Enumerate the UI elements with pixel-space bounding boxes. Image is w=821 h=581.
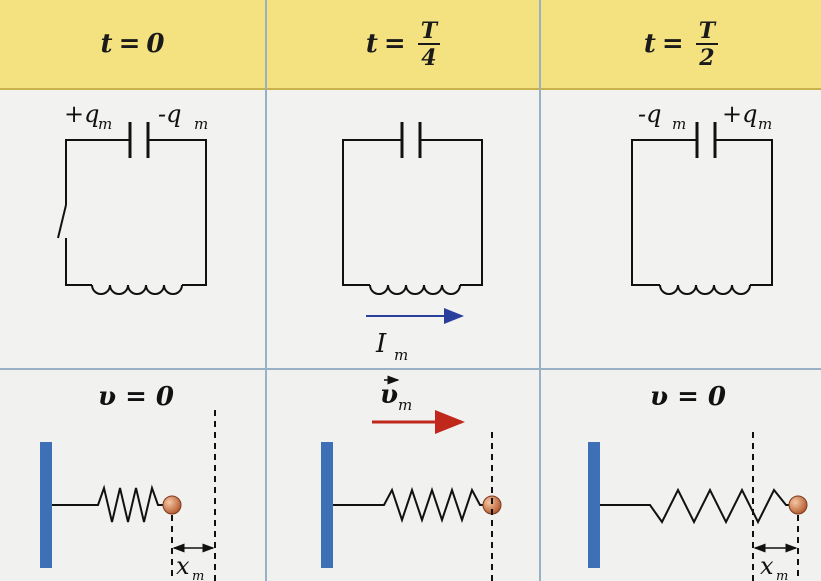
header-fraction: T 4 <box>417 20 441 71</box>
header-t-quarter: t = T 4 <box>267 0 539 88</box>
velocity-label: υ <box>380 380 398 410</box>
wire <box>148 139 207 286</box>
circuit-row <box>0 90 821 368</box>
header-var: t <box>100 29 113 59</box>
inductor-icon <box>369 284 461 295</box>
displacement-label: x <box>760 552 774 580</box>
charge-label: -q <box>638 100 661 128</box>
header-t-half: t = T 2 <box>541 0 821 88</box>
velocity-subscript: m <box>398 396 412 414</box>
wire <box>715 139 773 286</box>
wire <box>420 139 483 286</box>
wire <box>65 238 92 286</box>
header-eq: = <box>383 29 406 59</box>
row-divider <box>0 368 821 370</box>
header-eq: = <box>661 29 684 59</box>
charge-label: +q <box>64 100 99 128</box>
wall-icon <box>40 442 52 568</box>
charge-subscript: m <box>758 115 772 133</box>
fraction-numerator: T <box>417 20 441 45</box>
wire <box>631 139 697 286</box>
header-row <box>0 0 821 90</box>
inductor-icon <box>91 284 183 295</box>
fraction-denominator: 4 <box>421 44 437 71</box>
displacement-subscript: m <box>776 569 788 581</box>
wire <box>342 139 402 286</box>
wall-icon <box>588 442 600 568</box>
switch-icon <box>57 204 67 239</box>
charge-label: -q <box>158 100 181 128</box>
header-eq: = <box>118 29 141 59</box>
mass-ball-icon <box>788 495 808 515</box>
circuit-t-quarter <box>342 122 483 295</box>
current-label: I <box>375 329 387 359</box>
fraction-numerator: T <box>695 20 719 45</box>
circuit-t-half <box>631 122 773 295</box>
inductor-icon <box>659 284 751 295</box>
header-var: t <box>643 29 656 59</box>
displacement-subscript: m <box>192 569 204 581</box>
displacement-label: x <box>176 552 190 580</box>
charge-label: +q <box>722 100 757 128</box>
velocity-label: υ = 0 <box>98 382 174 412</box>
header-fraction: T 2 <box>695 20 719 71</box>
charge-subscript: m <box>98 115 112 133</box>
mass-ball-icon <box>162 495 182 515</box>
header-value: 0 <box>146 29 165 59</box>
velocity-label: υ = 0 <box>650 382 726 412</box>
spring-natural-icon <box>333 486 484 524</box>
column-divider <box>265 0 267 581</box>
column-divider <box>539 0 541 581</box>
charge-subscript: m <box>194 115 208 133</box>
wire <box>65 139 130 205</box>
charge-subscript: m <box>672 115 686 133</box>
current-subscript: m <box>394 346 408 364</box>
fraction-denominator: 2 <box>699 44 715 71</box>
wall-icon <box>321 442 333 568</box>
oscillator-row <box>0 370 821 581</box>
header-var: t <box>365 29 378 59</box>
header-t0: t = 0 <box>0 0 265 88</box>
circuit-t0 <box>57 122 207 295</box>
spring-stretched-icon <box>600 487 790 525</box>
spring-compressed-icon <box>52 484 164 523</box>
